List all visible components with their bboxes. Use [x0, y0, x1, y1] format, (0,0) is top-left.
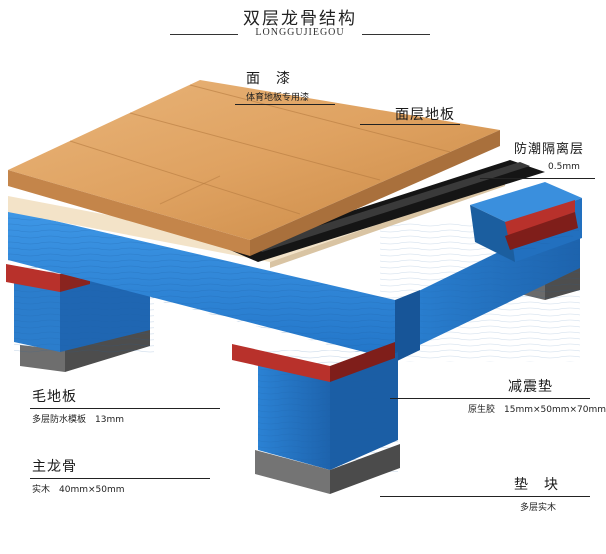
title-rule-right [362, 34, 430, 35]
leader-subfloor [30, 408, 220, 409]
leader-block [380, 496, 590, 497]
label-block: 垫 块 [514, 477, 559, 493]
label-block-desc: 多层实木 [520, 503, 557, 513]
title-rule-left [170, 34, 238, 35]
label-main-keel-desc: 实木 40mm×50mm [32, 485, 125, 495]
surface-wood-board [8, 80, 500, 256]
label-subfloor-desc: 多层防水模板 13mm [32, 415, 124, 425]
label-moisture-desc: 0.5mm [548, 162, 580, 172]
label-moisture-layer: 防潮隔离层 [514, 142, 585, 157]
right-cross-keel [470, 182, 582, 262]
label-paint: 面 漆 [246, 71, 291, 87]
moisture-membrane [230, 160, 545, 262]
label-main-keel: 主龙骨 [32, 459, 77, 475]
label-shock-pad-desc: 原生胶 15mm×50mm×70mm [468, 405, 606, 415]
label-shock-pad: 减震垫 [508, 379, 553, 395]
center-keel-column [232, 342, 400, 494]
leader-surface-board [360, 124, 460, 125]
leader-shock-pad [390, 398, 590, 399]
diagram-subtitle: LONGGUJIEGOU [255, 27, 345, 38]
leader-paint [235, 104, 335, 105]
front-cross-keel [8, 210, 420, 362]
diagram-title: 双层龙骨结构 [243, 9, 357, 29]
leader-moisture [480, 178, 595, 179]
label-paint-desc: 体育地板专用漆 [246, 93, 310, 103]
title-block: 双层龙骨结构 LONGGUJIEGOU [0, 0, 600, 50]
label-surface-board: 面层地板 [395, 107, 455, 123]
leader-main-keel [30, 478, 210, 479]
label-subfloor: 毛地板 [32, 389, 77, 405]
